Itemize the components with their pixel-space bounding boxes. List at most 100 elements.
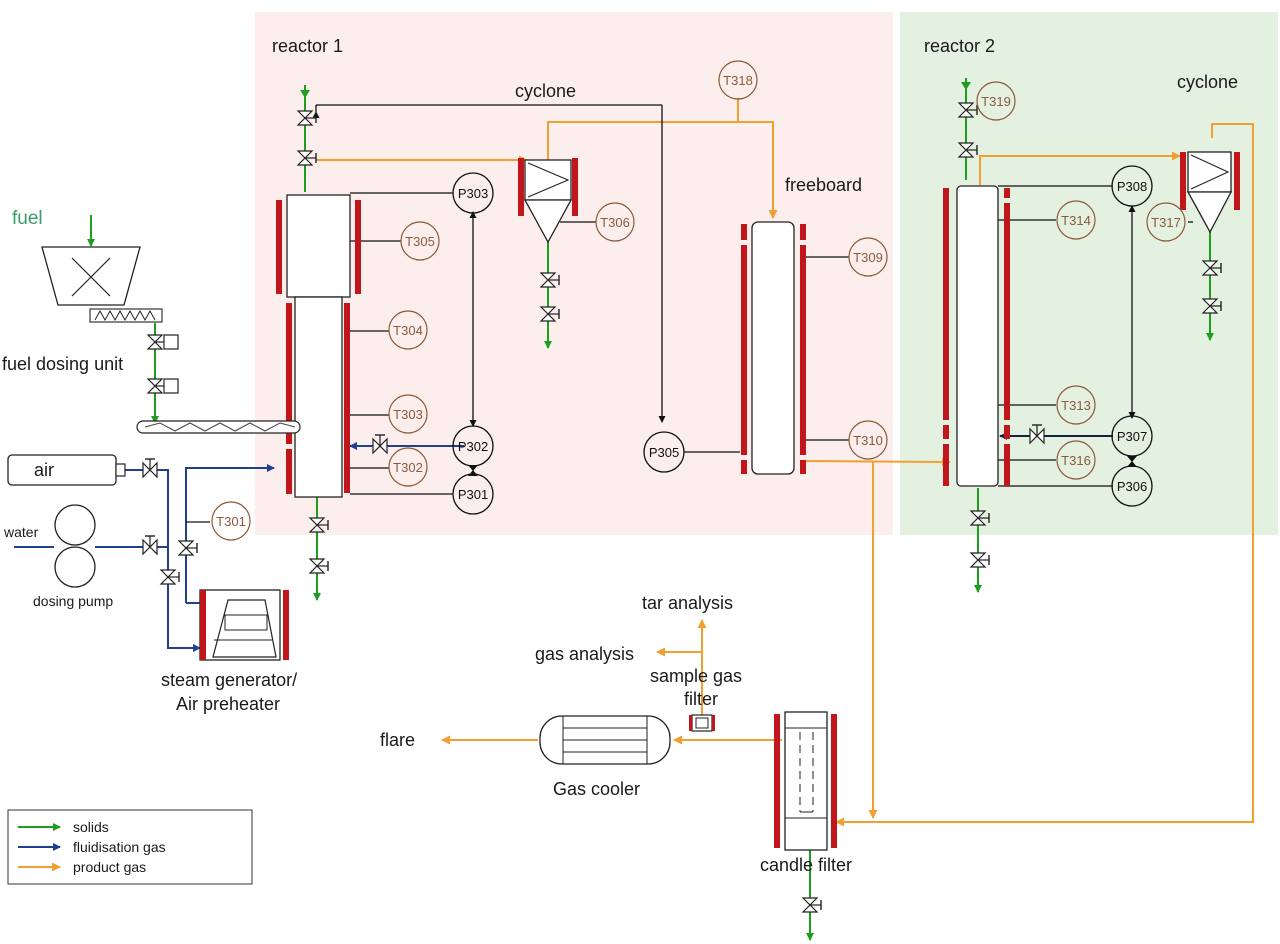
fuel-dosing-label: fuel dosing unit — [2, 354, 123, 374]
valve-icon — [177, 540, 198, 556]
temperature-sensor: T316 — [1056, 440, 1096, 480]
reactor2-title: reactor 2 — [924, 36, 995, 56]
candle-filter-label: candle filter — [760, 855, 852, 875]
temperature-sensor-label: T303 — [393, 407, 423, 422]
valve-icon — [372, 434, 388, 455]
temperature-sensor: T305 — [400, 221, 440, 261]
valve-icon — [142, 458, 158, 479]
temperature-sensor-label: T309 — [853, 250, 883, 265]
valve-icon — [539, 306, 560, 322]
sample-gas-filter — [689, 714, 715, 732]
temperature-sensor-label: T313 — [1061, 398, 1091, 413]
tar-analysis-label: tar analysis — [642, 593, 733, 613]
sample-gas-filter-label-1: sample gas — [650, 666, 742, 686]
temperature-sensor: T303 — [388, 394, 428, 434]
temperature-sensor: T306 — [595, 202, 635, 242]
temperature-sensor-label: T319 — [981, 94, 1011, 109]
pressure-sensor-label: P306 — [1117, 479, 1147, 494]
valve-icon — [296, 150, 317, 166]
gas-cooler-label: Gas cooler — [553, 779, 640, 799]
gas-analysis-label: gas analysis — [535, 644, 634, 664]
temperature-sensor: T310 — [848, 420, 888, 460]
candle-filter — [774, 711, 837, 851]
cyclone1 — [518, 158, 578, 244]
temperature-sensor: T304 — [388, 310, 428, 350]
valve-icon — [1029, 424, 1045, 445]
temperature-sensor-label: T316 — [1061, 453, 1091, 468]
temperature-sensor-label: T304 — [393, 323, 423, 338]
air-cylinder — [7, 454, 126, 486]
temperature-sensor-label: T318 — [723, 73, 753, 88]
valve-icon — [296, 110, 317, 126]
temperature-sensor-label: T310 — [853, 433, 883, 448]
coupling-icon — [468, 470, 478, 476]
air-label: air — [34, 460, 54, 480]
valve-icon — [969, 510, 990, 526]
reactor1-title: reactor 1 — [272, 36, 343, 56]
pressure-sensor-label: P308 — [1117, 179, 1147, 194]
pressure-sensor: P306 — [1111, 465, 1153, 507]
legend: solids fluidisation gas product gas — [7, 809, 253, 885]
steam-generator — [199, 589, 289, 661]
cyclone2 — [1180, 151, 1240, 234]
valve-icon — [308, 517, 329, 533]
screw-zigzag — [144, 422, 296, 432]
steam-generator-label-2: Air preheater — [176, 694, 280, 714]
valve-icon — [1201, 298, 1222, 314]
temperature-sensor-label: T306 — [600, 215, 630, 230]
pressure-sensor-label: P305 — [649, 445, 679, 460]
coupling-icon — [1127, 456, 1137, 462]
pressure-sensor-label: P301 — [458, 487, 488, 502]
freeboard-label: freeboard — [785, 175, 862, 195]
fuel-hopper — [41, 246, 163, 323]
valve-icon — [539, 272, 560, 288]
valve-icon — [146, 334, 179, 350]
sample-gas-filter-label-2: filter — [684, 689, 718, 709]
cyclone1-label: cyclone — [515, 81, 576, 101]
temperature-sensor: T317 — [1146, 202, 1186, 242]
pressure-sensor: P305 — [643, 431, 685, 473]
pressure-sensor: P303 — [452, 172, 494, 214]
pressure-sensor-label: P303 — [458, 186, 488, 201]
pressure-sensor-label: P307 — [1117, 429, 1147, 444]
flare-label: flare — [380, 730, 415, 750]
coupling-icon — [1127, 461, 1137, 467]
gas-cooler — [539, 715, 671, 765]
pressure-lines — [186, 104, 1193, 523]
solids-inlet-arrow-r1 — [300, 90, 310, 98]
legend-solids: solids — [73, 819, 109, 835]
temperature-sensor: T318 — [718, 60, 758, 100]
valve-icon — [957, 142, 978, 158]
pressure-sensor: P301 — [452, 473, 494, 515]
temperature-sensor: T302 — [388, 447, 428, 487]
temperature-sensor: T301 — [211, 501, 251, 541]
legend-product: product gas — [73, 859, 146, 875]
legend-fluidisation: fluidisation gas — [73, 839, 166, 855]
steam-generator-label-1: steam generator/ — [161, 670, 297, 690]
coupling-icon — [468, 465, 478, 471]
valve-icon — [142, 535, 158, 556]
temperature-sensor-label: T314 — [1061, 213, 1091, 228]
freeboard-vessel — [741, 221, 806, 475]
water-label: water — [3, 524, 39, 540]
temperature-sensor: T309 — [848, 237, 888, 277]
solids-inlet-arrow-r2 — [961, 82, 971, 90]
pressure-sensor-label: P302 — [458, 439, 488, 454]
valve-icon — [159, 569, 180, 585]
valve-icon — [801, 897, 822, 913]
temperature-sensor-label: T302 — [393, 460, 423, 475]
product-gas-lines — [316, 98, 1254, 827]
valve-icon — [1201, 260, 1222, 276]
valve-icon — [969, 552, 990, 568]
temperature-sensor: T314 — [1056, 200, 1096, 240]
pressure-sensor: P308 — [1111, 165, 1153, 207]
valves — [142, 102, 1222, 913]
valve-icon — [146, 378, 179, 394]
fuel-label: fuel — [12, 208, 43, 229]
pressure-sensor: P307 — [1111, 415, 1153, 457]
valve-icon — [308, 558, 329, 574]
temperature-sensor-label: T317 — [1151, 215, 1181, 230]
dosing-pump — [54, 504, 96, 588]
